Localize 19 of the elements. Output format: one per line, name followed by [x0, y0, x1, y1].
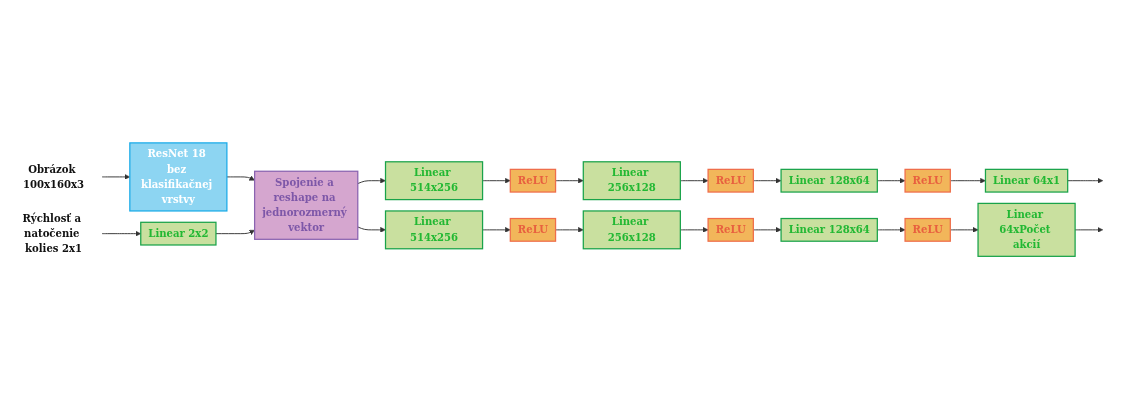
node-box: ResNet 18 bez klasifikačnej vrstvy [129, 142, 228, 212]
node-box: Linear 256x128 [582, 210, 681, 250]
node-box: Linear 64xPočet akcií [977, 202, 1076, 257]
node-box: Linear 2x2 [140, 221, 217, 246]
node-box: ReLU [707, 168, 754, 193]
node-box: ReLU [509, 217, 557, 242]
node-text: Obrázok 100x160x3 [22, 163, 85, 191]
node-box: Linear 128x64 [780, 217, 878, 242]
node-text: Rýchlosť a natočenie kolies 2x1 [22, 212, 83, 255]
node-box: ReLU [707, 217, 754, 242]
node-box: Linear 64x1 [984, 168, 1069, 193]
node-box: Linear 514x256 [384, 210, 484, 250]
node-box: Linear 256x128 [582, 161, 681, 201]
node-box: ReLU [509, 168, 557, 193]
node-box: ReLU [904, 217, 951, 242]
node-box: Spojenie a reshape na jednorozmerný vektor [254, 170, 359, 240]
node-box: Linear 514x256 [384, 161, 484, 201]
node-box: Linear 128x64 [780, 168, 878, 193]
node-box: ReLU [904, 168, 951, 193]
